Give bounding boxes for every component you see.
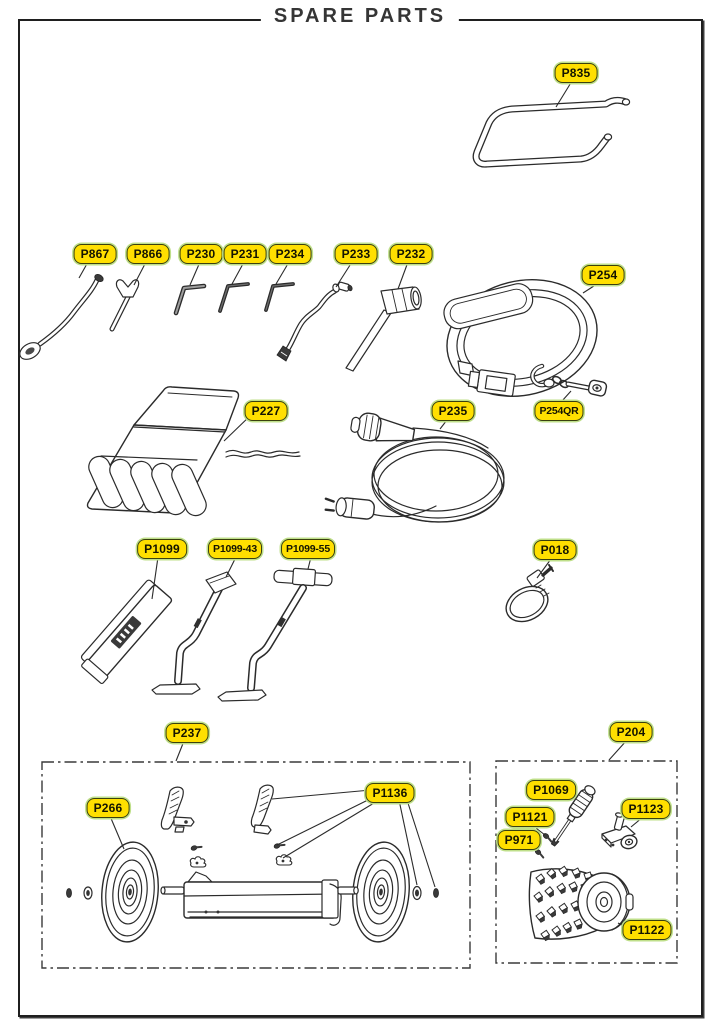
ring-spanner-drawing [19, 273, 104, 360]
hex-key-p234-drawing [264, 282, 295, 312]
kit-box-p204 [495, 760, 678, 964]
part-label-p230: P230 [179, 244, 223, 264]
shoulder-belt-drawing [443, 279, 598, 397]
part-label-p835: P835 [554, 63, 598, 83]
part-label-p233: P233 [334, 244, 378, 264]
part-label-p971: P971 [497, 830, 541, 850]
part-label-p235: P235 [431, 401, 475, 421]
leader-lines [78, 80, 644, 930]
part-label-p1099-55: P1099-55 [281, 539, 335, 559]
blade-pack-drawing [80, 579, 173, 685]
part-label-p266: P266 [86, 798, 130, 818]
handle-bar-drawing [472, 96, 631, 168]
part-label-p1122: P1122 [622, 920, 672, 940]
height-bracket-drawing [151, 571, 237, 695]
fastener-hardware-drawing [189, 840, 293, 868]
kit-box-p237 [41, 761, 471, 969]
axle-bar-drawing [160, 871, 359, 926]
part-label-p234: P234 [268, 244, 312, 264]
bent-lever-tool-drawing [276, 281, 353, 362]
part-label-p867: P867 [73, 244, 117, 264]
washers-left-drawing [66, 886, 93, 900]
part-label-p1123: P1123 [621, 799, 671, 819]
part-label-p231: P231 [223, 244, 267, 264]
washers-right-drawing [412, 885, 439, 901]
hose-clamp-drawing [505, 564, 554, 623]
part-label-p1099-43: P1099-43 [208, 539, 262, 559]
part-label-p1069: P1069 [526, 780, 576, 800]
part-label-p254qr: P254QR [534, 401, 584, 421]
part-label-p227: P227 [244, 401, 288, 421]
screwdriver-drawing [550, 785, 596, 847]
part-label-p237: P237 [165, 723, 209, 743]
skid-bracket-left-drawing [160, 786, 195, 833]
skid-bracket-right-drawing [250, 784, 274, 835]
part-label-p866: P866 [126, 244, 170, 264]
hex-key-p231-drawing [218, 282, 250, 313]
part-label-p204: P204 [609, 722, 653, 742]
part-label-p254: P254 [581, 265, 625, 285]
part-label-p018: P018 [533, 540, 577, 560]
part-label-p232: P232 [389, 244, 433, 264]
part-label-p1099: P1099 [137, 539, 187, 559]
page-title: SPARE PARTS [260, 5, 460, 28]
wheel-left-drawing [101, 841, 159, 943]
hex-key-p230-drawing [173, 283, 207, 316]
quick-release-clip-drawing [530, 363, 608, 397]
part-label-p1121: P1121 [505, 807, 555, 827]
tool-roll-pouch-drawing [86, 386, 301, 517]
open-end-wrench-drawing [109, 279, 140, 332]
scarifier-drum-drawing [528, 865, 634, 942]
power-cable-drawing [324, 412, 505, 523]
part-label-p1136: P1136 [365, 783, 415, 803]
height-bracket-wide-drawing [217, 567, 333, 702]
socket-wrench-drawing [345, 286, 422, 372]
